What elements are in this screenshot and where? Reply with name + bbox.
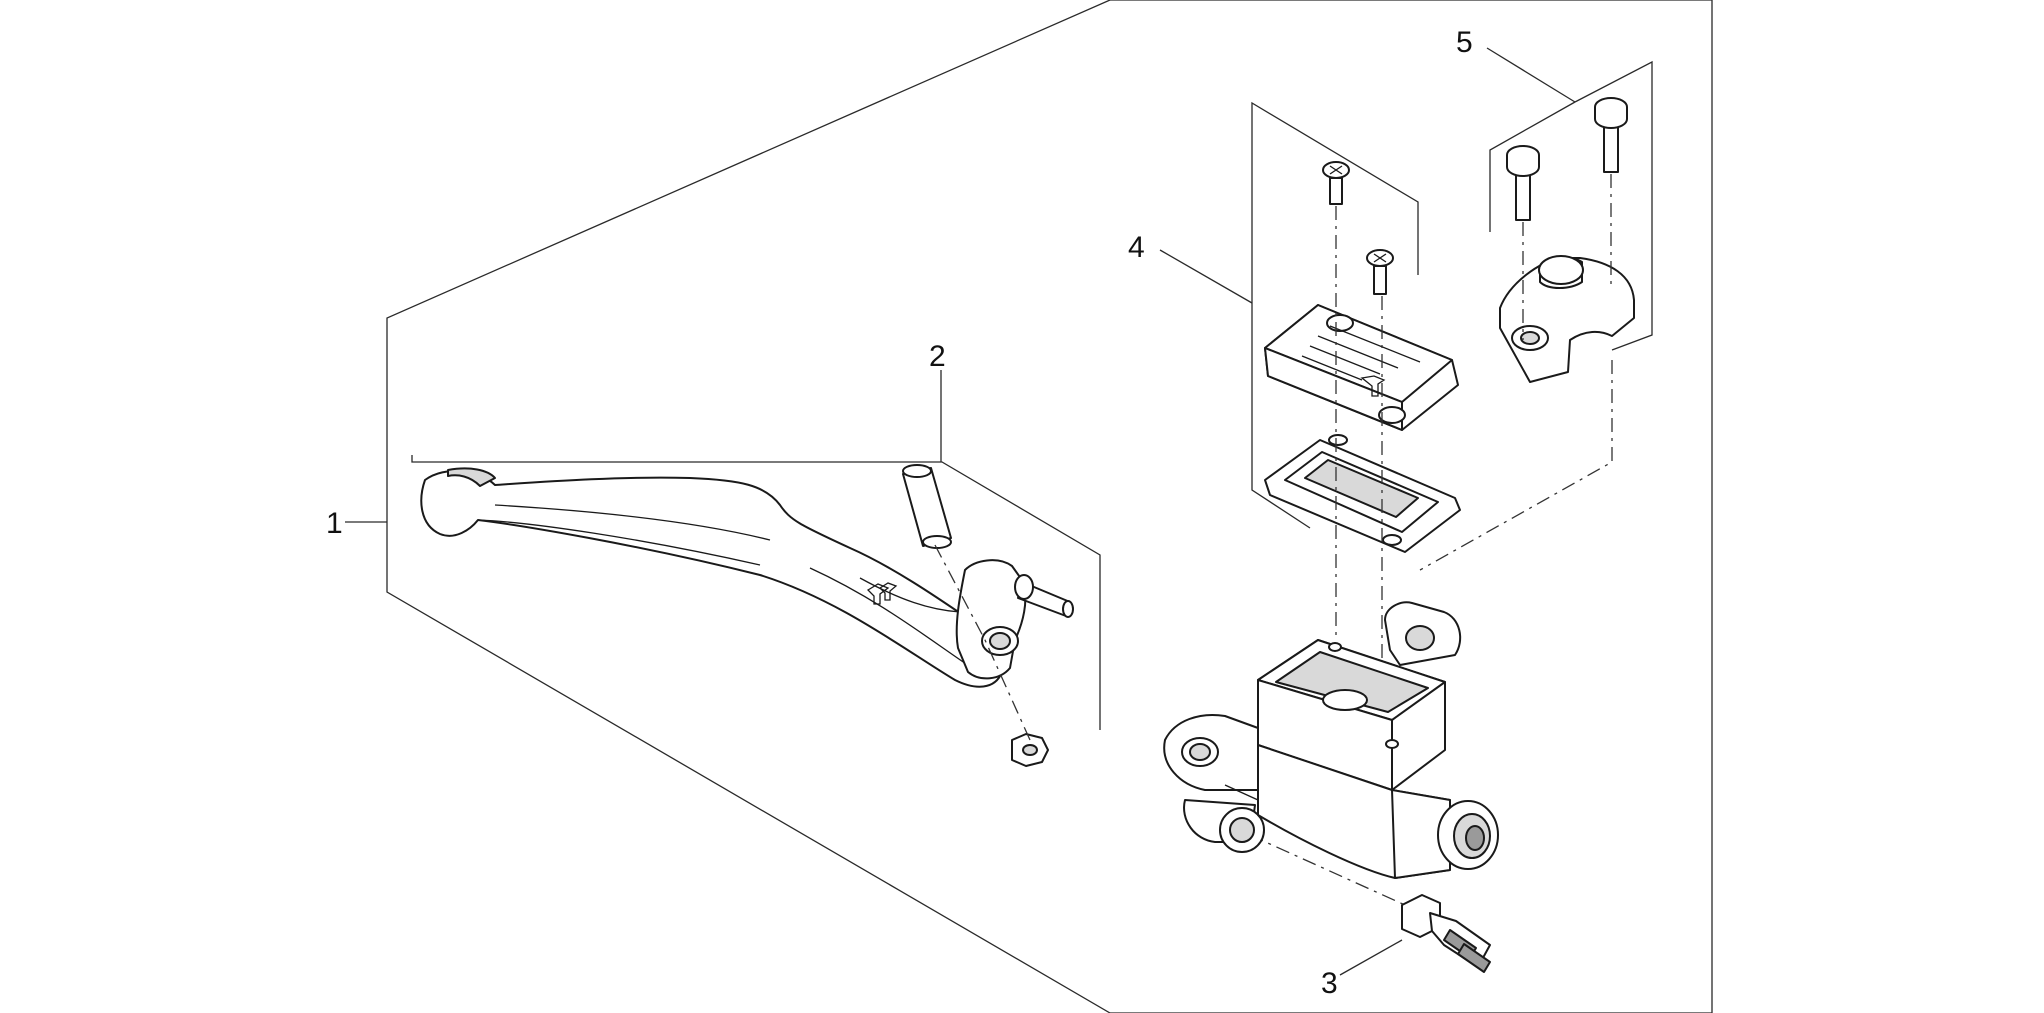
callout-1: 1 xyxy=(326,507,343,540)
part-4-reservoir-cover xyxy=(1251,101,1461,745)
master-cylinder-body xyxy=(1163,601,1499,879)
callout-3: 3 xyxy=(1321,967,1338,1000)
part-3-brake-switch xyxy=(1249,834,1491,973)
callout-5: 5 xyxy=(1456,26,1473,59)
callout-4: 4 xyxy=(1128,231,1145,264)
part-5-handlebar-clamp xyxy=(1419,60,1653,571)
callout-2: 2 xyxy=(929,340,946,373)
part-2-lever-adjuster xyxy=(902,464,1074,767)
leader-lines xyxy=(345,47,1576,976)
assembly-outline xyxy=(386,0,1713,1013)
